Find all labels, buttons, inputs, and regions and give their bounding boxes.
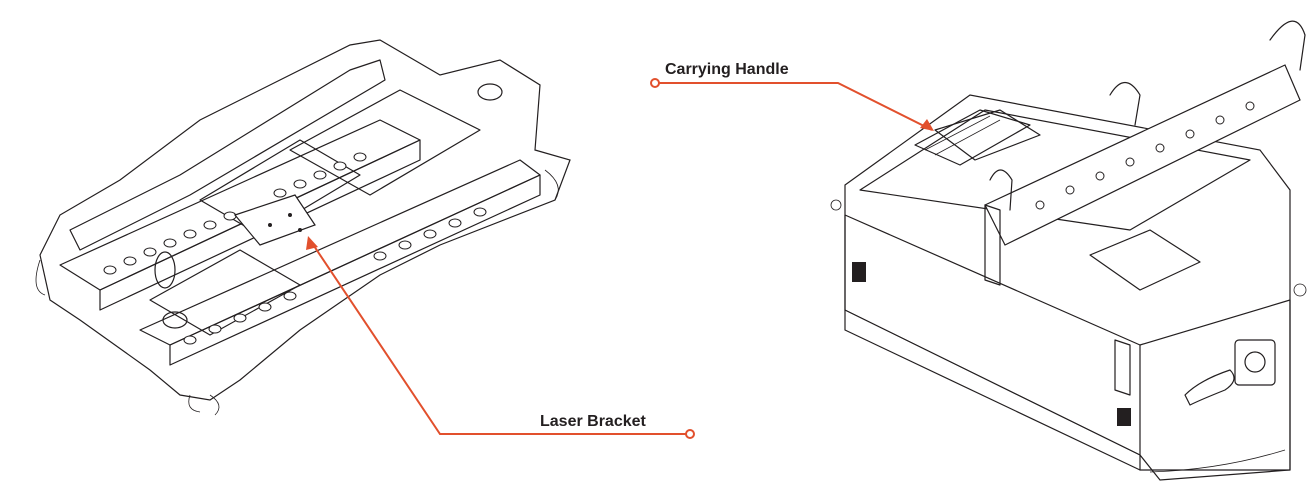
laser-bracket-leader-end: [685, 429, 695, 439]
callout-laser-bracket: Laser Bracket: [306, 236, 695, 439]
rigging-frame-drawing: [35, 39, 571, 416]
front-beam-holes: [103, 152, 367, 275]
callout-carrying-handle: Carrying Handle: [650, 61, 934, 131]
rear-beam-holes: [183, 207, 487, 345]
rigging-bar: [984, 64, 1301, 246]
laser-bracket-plate: [233, 194, 316, 246]
speaker-cabinet-drawing: [830, 20, 1307, 481]
carrying-handle-leader-end: [650, 78, 660, 88]
laser-bracket-leader: [309, 239, 690, 435]
carrying-handle-label: Carrying Handle: [665, 61, 789, 78]
carrying-handle-leader: [655, 82, 933, 131]
laser-bracket-label: Laser Bracket: [540, 413, 647, 430]
